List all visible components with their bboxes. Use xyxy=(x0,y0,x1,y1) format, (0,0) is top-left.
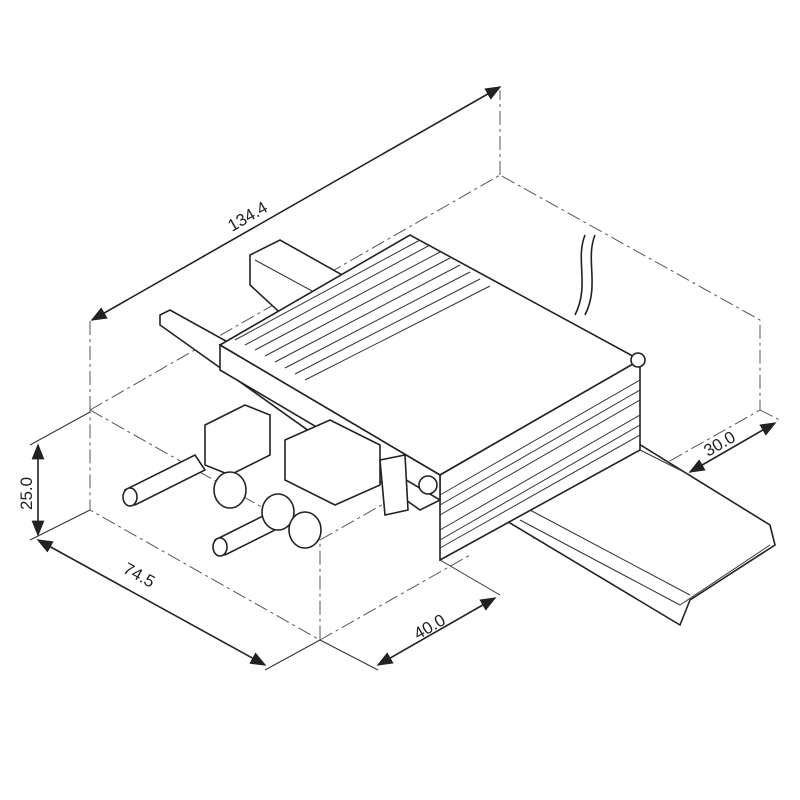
dimension-offset-label: 40.0 xyxy=(411,610,449,643)
dimension-length-label: 134.4 xyxy=(225,198,271,236)
dimension-height-label: 25.0 xyxy=(17,477,36,510)
dimension-depth-label: 74.5 xyxy=(120,559,158,592)
cable xyxy=(574,234,586,316)
dim-25: 25.0 xyxy=(17,411,91,541)
screw-icon xyxy=(418,475,438,495)
dim-74: 74.5 xyxy=(36,539,321,671)
dim-40: 40.0 xyxy=(319,559,501,671)
connectors xyxy=(122,404,409,557)
screw-icon xyxy=(630,352,646,368)
